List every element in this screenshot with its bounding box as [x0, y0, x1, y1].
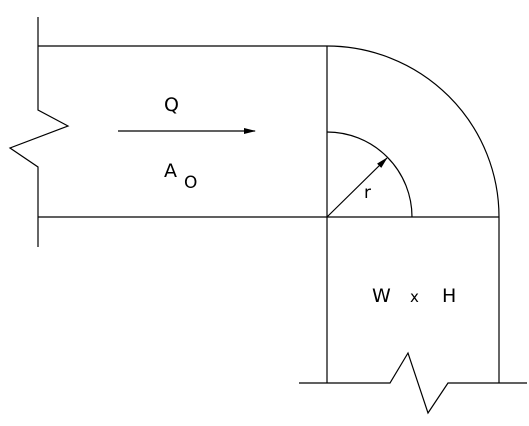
- elbow-inner-arc: [326, 131, 413, 218]
- bottom-break-line: [299, 351, 527, 415]
- radius-arrow: [326, 157, 388, 218]
- flow-label-q: Q: [164, 94, 179, 116]
- area-label-a: A: [164, 160, 177, 182]
- radius-label-r: r: [364, 183, 371, 203]
- dimension-label-x: x: [410, 288, 419, 306]
- left-break-line: [8, 17, 70, 247]
- dimension-label-w: W: [372, 285, 391, 307]
- elbow-outer-arc: [326, 45, 500, 218]
- dimension-label-h: H: [442, 285, 456, 307]
- area-label-subscript: O: [184, 173, 197, 193]
